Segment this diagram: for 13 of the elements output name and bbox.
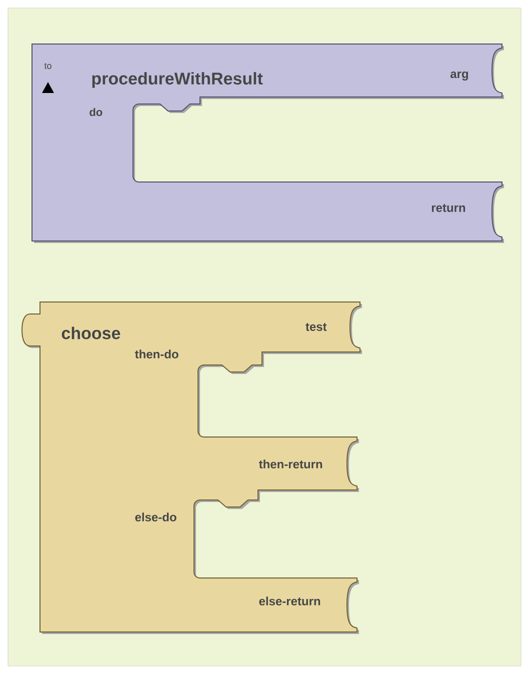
block-label: then-return	[258, 460, 322, 468]
block-label: to	[44, 63, 52, 69]
block-label: do	[90, 108, 102, 116]
procedure-block	[32, 44, 504, 243]
block-label: choose	[62, 326, 120, 340]
choose-block	[22, 302, 362, 634]
block-label: procedureWithResult	[92, 72, 263, 88]
block-label: else-return	[259, 596, 320, 606]
block-label: then-do	[134, 350, 178, 358]
block-label: else-do	[135, 512, 176, 522]
block-label: arg	[450, 72, 468, 80]
block-label: return	[432, 204, 466, 212]
block-label: test	[306, 323, 327, 331]
